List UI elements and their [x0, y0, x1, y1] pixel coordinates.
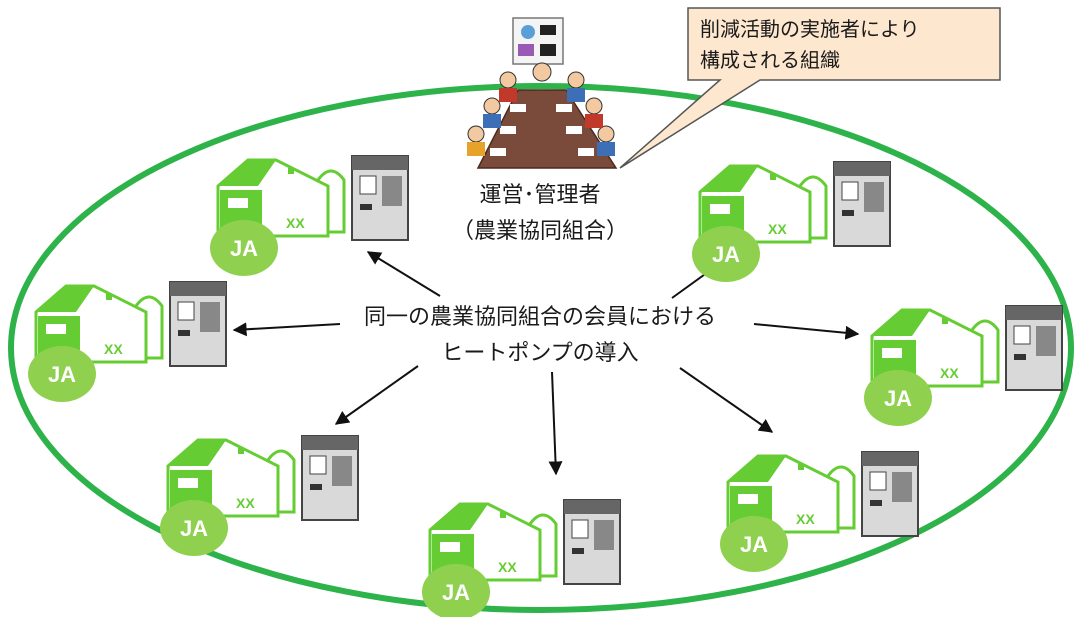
ja-badge-label: JA: [230, 236, 258, 261]
arrow-to-farm-3: [232, 322, 341, 337]
barn-door-mark: XX: [498, 559, 517, 575]
arrow-to-farm-5: [334, 365, 419, 425]
heat-pump-unit-icon: [351, 155, 409, 241]
heat-pump-unit-icon: [833, 161, 891, 247]
heat-pump-unit-icon: [1005, 305, 1063, 391]
callout-line-1: 削減活動の実施者により: [700, 17, 920, 41]
farm-4: XX JA: [864, 305, 1063, 426]
manager-label: 運営･管理者 （農業協同組合）: [330, 178, 750, 250]
heat-pump-unit-icon: [301, 435, 359, 521]
center-line-2: ヒートポンプの導入: [441, 341, 639, 366]
center-label: 同一の農業協同組合の会員における ヒートポンプの導入: [330, 300, 750, 372]
ja-badge: [692, 226, 760, 282]
ja-badge-label: JA: [712, 242, 740, 267]
ja-badge: [210, 220, 278, 276]
farm-5: XX JA: [160, 435, 359, 556]
organization-boundary-ellipse: [8, 83, 1074, 613]
ja-badge: [864, 370, 932, 426]
farm-3: XX JA: [28, 281, 227, 402]
barn-door-mark: XX: [286, 215, 305, 231]
meeting-table-icon: [467, 17, 618, 169]
ja-badge-label: JA: [884, 386, 912, 411]
ja-badge-label: JA: [442, 580, 470, 605]
manager-line-1: 運営･管理者: [479, 183, 601, 208]
heat-pump-unit-icon: [861, 451, 919, 537]
barn-door-mark: XX: [768, 221, 787, 237]
barn-door-mark: XX: [940, 365, 959, 381]
arrow-to-farm-1: [366, 251, 441, 297]
ja-badge: [422, 564, 490, 620]
heat-pump-unit-icon: [169, 281, 227, 367]
ja-badge-label: JA: [48, 362, 76, 387]
barn-door-mark: XX: [104, 341, 123, 357]
ja-badge: [720, 516, 788, 572]
farm-6: XX JA: [720, 451, 919, 572]
ja-badge: [160, 500, 228, 556]
center-line-1: 同一の農業協同組合の会員における: [363, 305, 716, 330]
manager-line-2: （農業協同組合）: [451, 219, 628, 244]
farm-2: XX JA: [692, 161, 891, 282]
farm-7: XX JA: [422, 499, 621, 620]
ja-badge: [28, 346, 96, 402]
farm-1: XX JA: [210, 155, 409, 276]
heat-pump-unit-icon: [563, 499, 621, 585]
barn-door-mark: XX: [236, 495, 255, 511]
arrow-to-farm-4: [753, 323, 860, 340]
arrow-to-farm-6: [548, 371, 563, 476]
farm-group: XX JA XX JA XX JA XX JA XX JA XX JA XX JA: [28, 155, 1063, 620]
callout-line-2: 構成される組織: [700, 48, 840, 72]
callout-bubble: [619, 7, 1001, 169]
ja-badge-label: JA: [180, 516, 208, 541]
barn-door-mark: XX: [796, 511, 815, 527]
callout-text: 削減活動の実施者により 構成される組織: [700, 14, 1000, 76]
arrow-to-farm-7: [679, 367, 774, 433]
ja-badge-label: JA: [740, 532, 768, 557]
